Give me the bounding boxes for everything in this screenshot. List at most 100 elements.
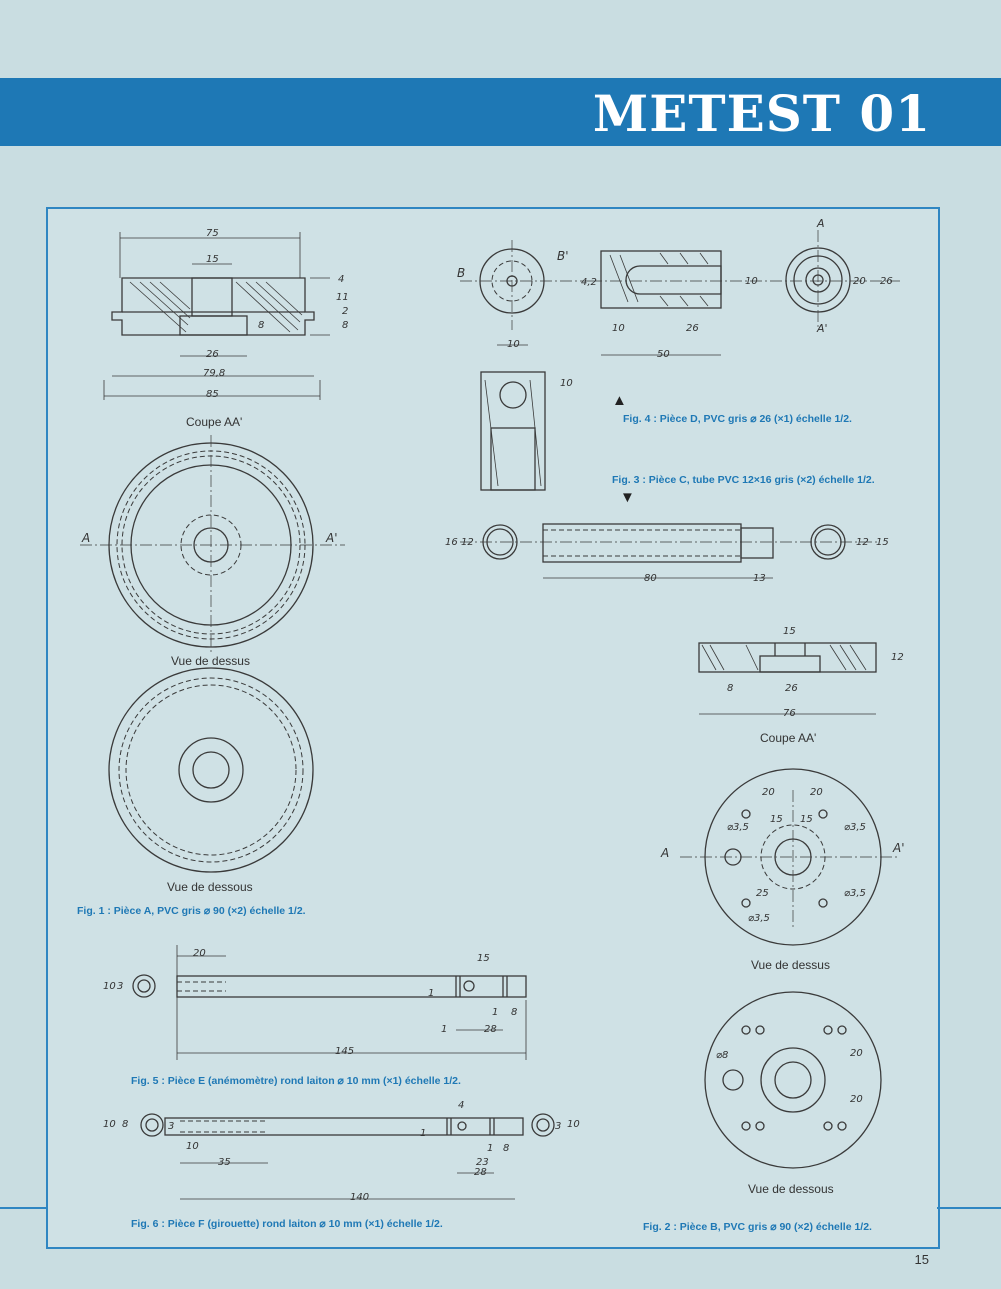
dim: 12 bbox=[891, 652, 904, 663]
fig2-caption: Fig. 2 : Pièce B, PVC gris ⌀ 90 (×2) éch… bbox=[643, 1221, 872, 1233]
fig1-caption: Fig. 1 : Pièce A, PVC gris ⌀ 90 (×2) éch… bbox=[77, 905, 306, 917]
drawing-sheet bbox=[46, 207, 940, 1249]
dim: 3 bbox=[117, 981, 124, 992]
dim: ⌀3,5 bbox=[844, 822, 866, 833]
dim: 26 bbox=[785, 683, 798, 694]
fig2-bottom-view bbox=[704, 991, 882, 1169]
dim: 1 bbox=[428, 988, 435, 999]
dim: 50 bbox=[657, 349, 670, 360]
dim: 10 bbox=[567, 1119, 580, 1130]
dim: 79,8 bbox=[203, 368, 226, 379]
dim: 1 bbox=[441, 1024, 448, 1035]
up-arrow-icon: ▲ bbox=[612, 392, 627, 409]
dim: 10 bbox=[103, 981, 116, 992]
fig1-bottom-view-label: Vue de dessous bbox=[167, 880, 253, 894]
dim: 35 bbox=[218, 1157, 231, 1168]
dim: 8 bbox=[258, 320, 265, 331]
dim: 20 bbox=[850, 1048, 863, 1059]
fig1-top-view bbox=[80, 435, 345, 655]
header-band bbox=[0, 78, 1001, 146]
dim: 8 bbox=[503, 1143, 510, 1154]
dim: ⌀8 bbox=[716, 1050, 729, 1061]
fig1-section-view bbox=[103, 232, 330, 400]
dim: 2 bbox=[342, 306, 349, 317]
dim: 13 bbox=[753, 573, 766, 584]
fig1-bottom-view bbox=[108, 667, 314, 873]
fig4-caption: Fig. 4 : Pièce D, PVC gris ⌀ 26 (×1) éch… bbox=[623, 413, 852, 425]
fig2-marker-a: A bbox=[661, 846, 670, 860]
dim: 8 bbox=[727, 683, 734, 694]
dim: 20 bbox=[193, 948, 206, 959]
dim: 76 bbox=[783, 708, 796, 719]
dim: 15 bbox=[783, 626, 796, 637]
fig2-bottom-view-label: Vue de dessous bbox=[748, 1182, 834, 1196]
fig4-marker-a: A bbox=[817, 217, 825, 230]
fig3-caption: Fig. 3 : Pièce C, tube PVC 12×16 gris (×… bbox=[612, 474, 875, 486]
dim: 15 bbox=[206, 254, 219, 265]
dim: 15 bbox=[800, 814, 813, 825]
fig3-drawing bbox=[460, 523, 880, 579]
dim: 20 bbox=[850, 1094, 863, 1105]
dim: 20 bbox=[853, 276, 866, 287]
dim: 145 bbox=[335, 1046, 355, 1057]
dim: 15 bbox=[770, 814, 783, 825]
dim: 20 bbox=[810, 787, 823, 798]
fig2-marker-a-prime: A' bbox=[893, 841, 905, 855]
dim: 20 bbox=[762, 787, 775, 798]
dim: 26 bbox=[686, 323, 699, 334]
dim: 1 bbox=[420, 1128, 427, 1139]
fig6-caption: Fig. 6 : Pièce F (girouette) rond laiton… bbox=[131, 1218, 443, 1230]
fig2-section-view bbox=[698, 642, 877, 715]
dim: 15 bbox=[876, 537, 889, 548]
dim: 10 bbox=[612, 323, 625, 334]
dim: 80 bbox=[644, 573, 657, 584]
fig5-caption: Fig. 5 : Pièce E (anémomètre) rond laito… bbox=[131, 1075, 461, 1087]
dim: 4,2 bbox=[581, 277, 597, 288]
dim: 10 bbox=[186, 1141, 199, 1152]
fig2-top-view-label: Vue de dessus bbox=[751, 958, 830, 972]
dim: 25 bbox=[756, 888, 769, 899]
dim: 10 bbox=[560, 378, 573, 389]
fig1-marker-a: A bbox=[82, 531, 91, 545]
dim: 3 bbox=[555, 1121, 562, 1132]
dim: 12 bbox=[461, 537, 474, 548]
down-arrow-icon: ▼ bbox=[620, 489, 635, 506]
dim: 28 bbox=[484, 1024, 497, 1035]
fig4-marker-b-prime: B' bbox=[557, 249, 569, 263]
dim: 26 bbox=[880, 276, 893, 287]
divider-right bbox=[937, 1207, 1001, 1209]
dim: ⌀3,5 bbox=[844, 888, 866, 899]
dim: 15 bbox=[477, 953, 490, 964]
dim: 8 bbox=[511, 1007, 518, 1018]
fig2-section-label: Coupe AA' bbox=[760, 731, 817, 745]
divider-left bbox=[0, 1207, 46, 1209]
dim: 3 bbox=[168, 1121, 175, 1132]
dim: 10 bbox=[103, 1119, 116, 1130]
dim: 1 bbox=[492, 1007, 499, 1018]
page-title: METEST 01 bbox=[592, 84, 931, 143]
dim: 10 bbox=[507, 339, 520, 350]
dim: ⌀3,5 bbox=[727, 822, 749, 833]
dim: 1 bbox=[487, 1143, 494, 1154]
dim: 8 bbox=[342, 320, 349, 331]
dim: 12 bbox=[856, 537, 869, 548]
fig6-drawing bbox=[140, 1113, 555, 1200]
dim: 140 bbox=[350, 1192, 370, 1203]
dim: ⌀3,5 bbox=[748, 913, 770, 924]
dim: 28 bbox=[474, 1167, 487, 1178]
dim: 4 bbox=[458, 1100, 465, 1111]
dim: 10 bbox=[745, 276, 758, 287]
fig1-top-view-label: Vue de dessus bbox=[171, 654, 250, 668]
fig4-marker-b: B bbox=[457, 266, 466, 280]
dim: 75 bbox=[206, 228, 219, 239]
fig2-top-view bbox=[680, 768, 900, 946]
fig5-drawing bbox=[132, 945, 527, 1060]
dim: 8 bbox=[122, 1119, 129, 1130]
fig4-drawings bbox=[460, 230, 900, 491]
dim: 11 bbox=[336, 292, 349, 303]
dim: 16 bbox=[445, 537, 458, 548]
dim: 85 bbox=[206, 389, 219, 400]
fig1-section-label: Coupe AA' bbox=[186, 415, 243, 429]
page-number: 15 bbox=[914, 1252, 929, 1267]
